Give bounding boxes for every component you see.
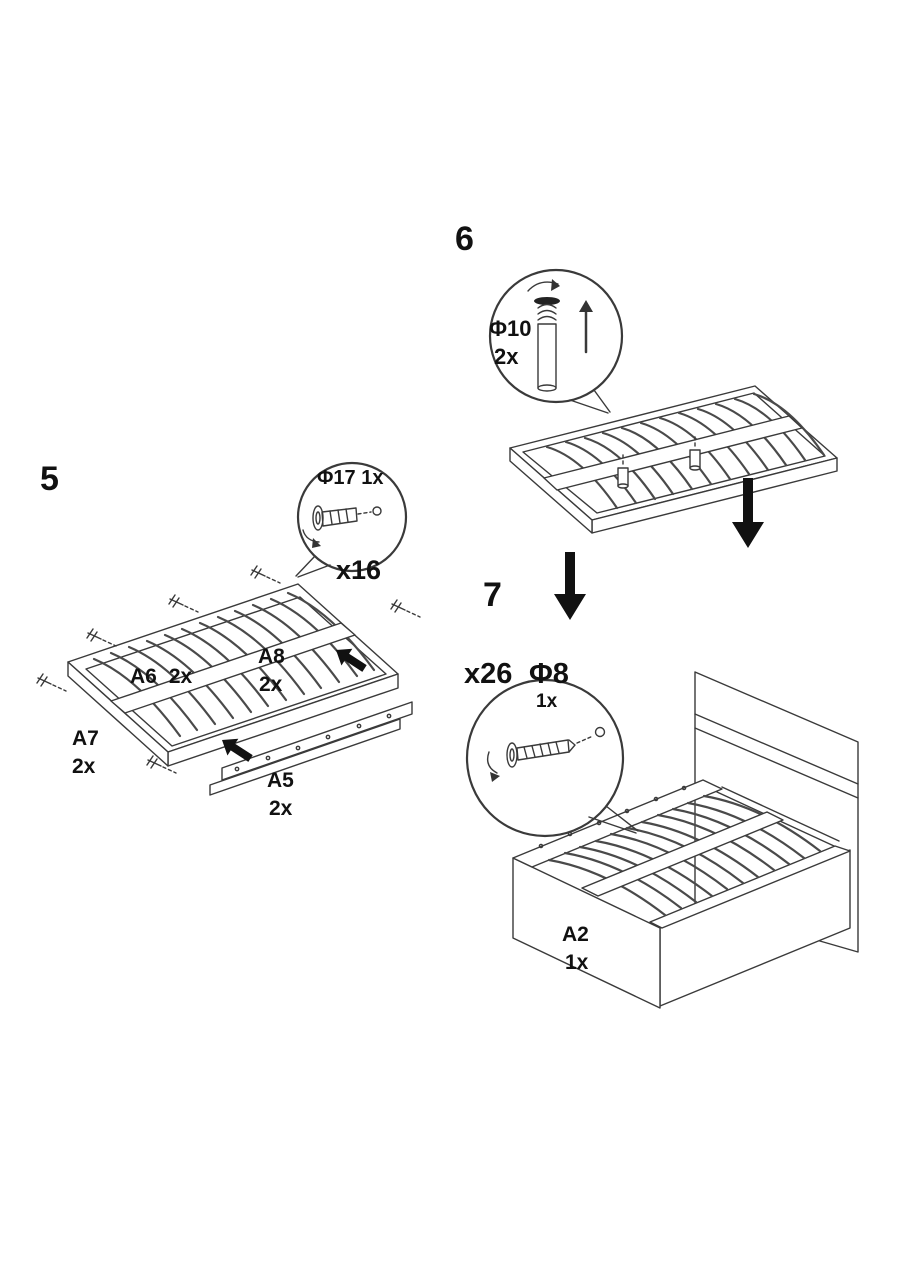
part-a2-qty: 1x	[565, 951, 589, 974]
part-label-a6: A6 2x	[130, 666, 192, 687]
part-a2-name: A2	[562, 923, 589, 946]
step5-callout-qty: 1x	[361, 467, 384, 489]
step6-legs	[617, 436, 701, 489]
step5-illustration	[36, 461, 421, 796]
step6-slat-base	[509, 385, 838, 534]
step7-callout-part: Φ8	[529, 658, 569, 690]
part-a7-name: A7	[72, 727, 99, 750]
part-a5-name: A5	[267, 769, 294, 792]
step6-magnifier-callout	[488, 268, 624, 414]
step5-center-rail	[110, 622, 356, 714]
step6-callout-qty: 2x	[494, 344, 519, 369]
down-arrow-icon	[732, 478, 764, 548]
step7-illustration	[465, 671, 859, 1009]
part-a6-qty: 2x	[168, 665, 193, 688]
step7-bed-frame	[512, 779, 851, 1009]
step-7-number: 7	[483, 576, 502, 614]
part-a5-qty: 2x	[269, 797, 293, 820]
step6-illustration	[488, 268, 838, 620]
step7-callout-qty: 1x	[536, 691, 558, 712]
part-a8-name: A8	[258, 645, 285, 668]
step5-slat-base	[67, 583, 399, 767]
part-a7-qty: 2x	[72, 755, 96, 778]
step6-callout-part: Φ10	[489, 316, 532, 341]
down-arrow-icons	[554, 478, 764, 620]
step5-callout-part: Φ17	[317, 467, 356, 489]
leg-icon	[527, 279, 560, 392]
step5-magnifier-callout	[295, 461, 408, 578]
step-5-number: 5	[40, 460, 59, 498]
step-6-number: 6	[455, 220, 474, 258]
bolt-icon	[302, 505, 382, 548]
screw-icon	[486, 726, 606, 782]
step5-side-rails	[209, 701, 413, 796]
part-a8-qty: 2x	[259, 673, 283, 696]
part-a6-name: A6	[130, 665, 157, 688]
step5-callout-count: x16	[336, 555, 382, 585]
down-arrow-icon	[554, 552, 586, 620]
step7-center-rail	[581, 811, 784, 897]
step7-rim-screw-holes	[538, 785, 687, 849]
step5-callout-label: Φ17 1x	[317, 468, 383, 488]
step6-center-rail	[543, 415, 803, 491]
up-arrow-icon	[579, 300, 593, 354]
step7-callout-count: x26	[464, 658, 513, 690]
step7-magnifier-callout	[465, 678, 639, 838]
